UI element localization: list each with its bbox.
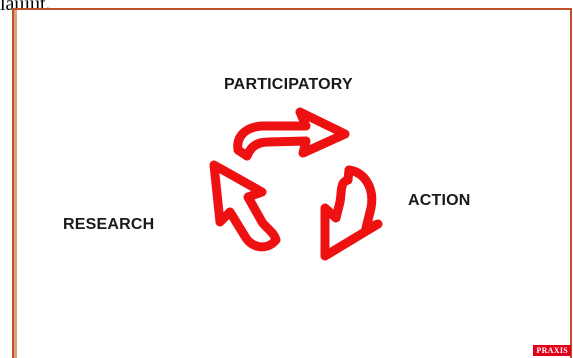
frame-left-accent [14,10,17,358]
label-participatory: PARTICIPATORY [224,76,353,93]
arrow-right-icon [320,165,383,261]
slide-frame [12,8,572,358]
label-action: ACTION [408,192,471,209]
arrow-left-icon [209,160,281,252]
arrow-top-icon [233,107,350,161]
label-research: RESEARCH [63,216,155,233]
praxis-logo: PRAXIS [533,345,571,356]
